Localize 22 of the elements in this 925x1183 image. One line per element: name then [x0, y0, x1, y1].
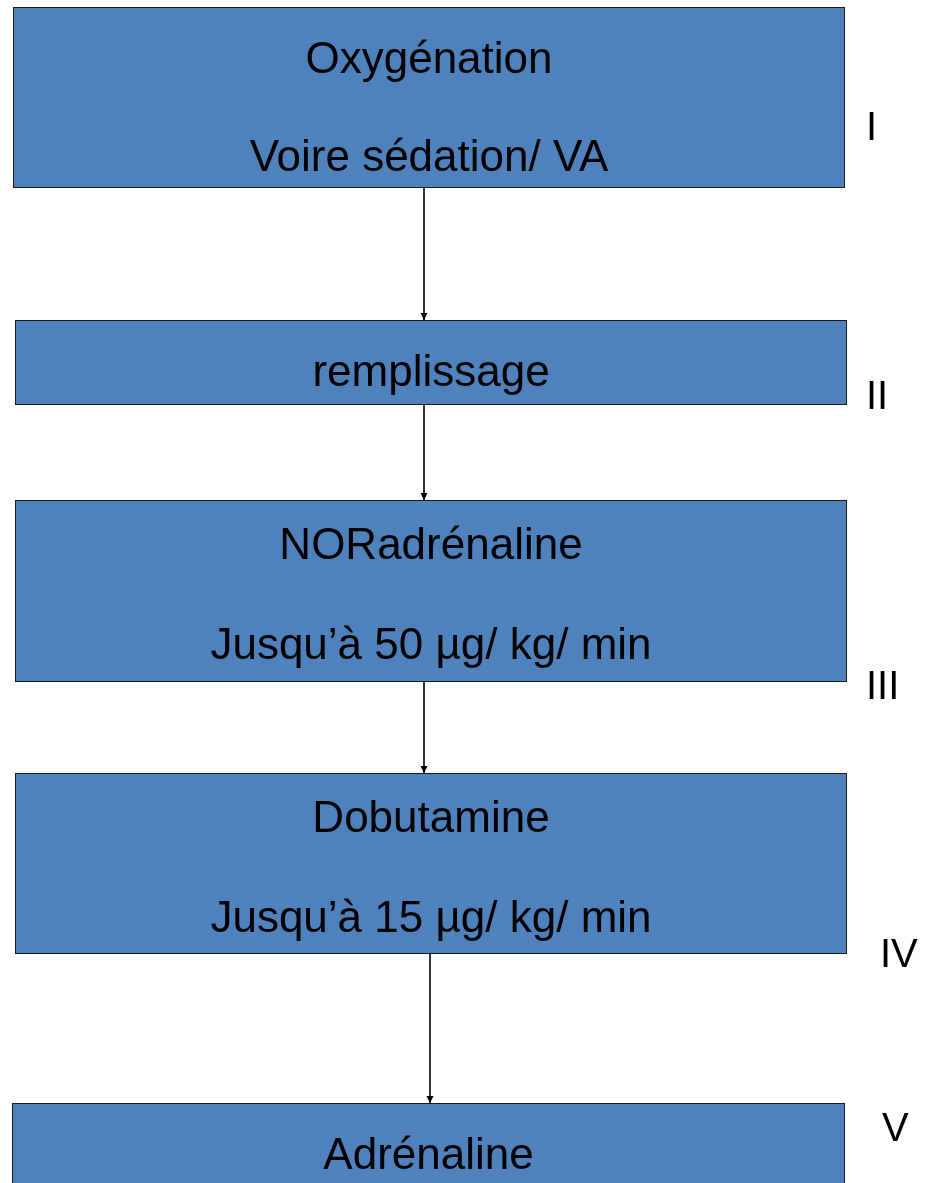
box-title: Adrénaline	[323, 1129, 534, 1179]
box-subtitle: Jusqu’à 50 µg/ kg/ min	[210, 619, 652, 669]
box-title: remplissage	[312, 346, 550, 396]
process-box	[15, 320, 847, 405]
box-title: Oxygénation	[305, 33, 553, 83]
step-number: III	[866, 662, 900, 708]
arrow	[426, 953, 434, 1104]
step-number: IV	[880, 930, 918, 976]
step-number: I	[866, 103, 878, 149]
box-subtitle: Jusqu’à 15 µg/ kg/ min	[210, 892, 652, 942]
box-subtitle: Voire sédation/ VA	[249, 131, 609, 181]
process-box	[15, 773, 847, 954]
process-box	[15, 500, 847, 682]
step-number: V	[882, 1104, 909, 1150]
arrow	[420, 681, 428, 774]
arrow	[420, 404, 428, 501]
box-title: NORadrénaline	[279, 519, 583, 569]
arrow	[420, 187, 428, 321]
process-box	[12, 1103, 845, 1183]
box-title: Dobutamine	[312, 792, 550, 842]
process-box	[13, 7, 845, 188]
step-number: II	[866, 372, 889, 418]
